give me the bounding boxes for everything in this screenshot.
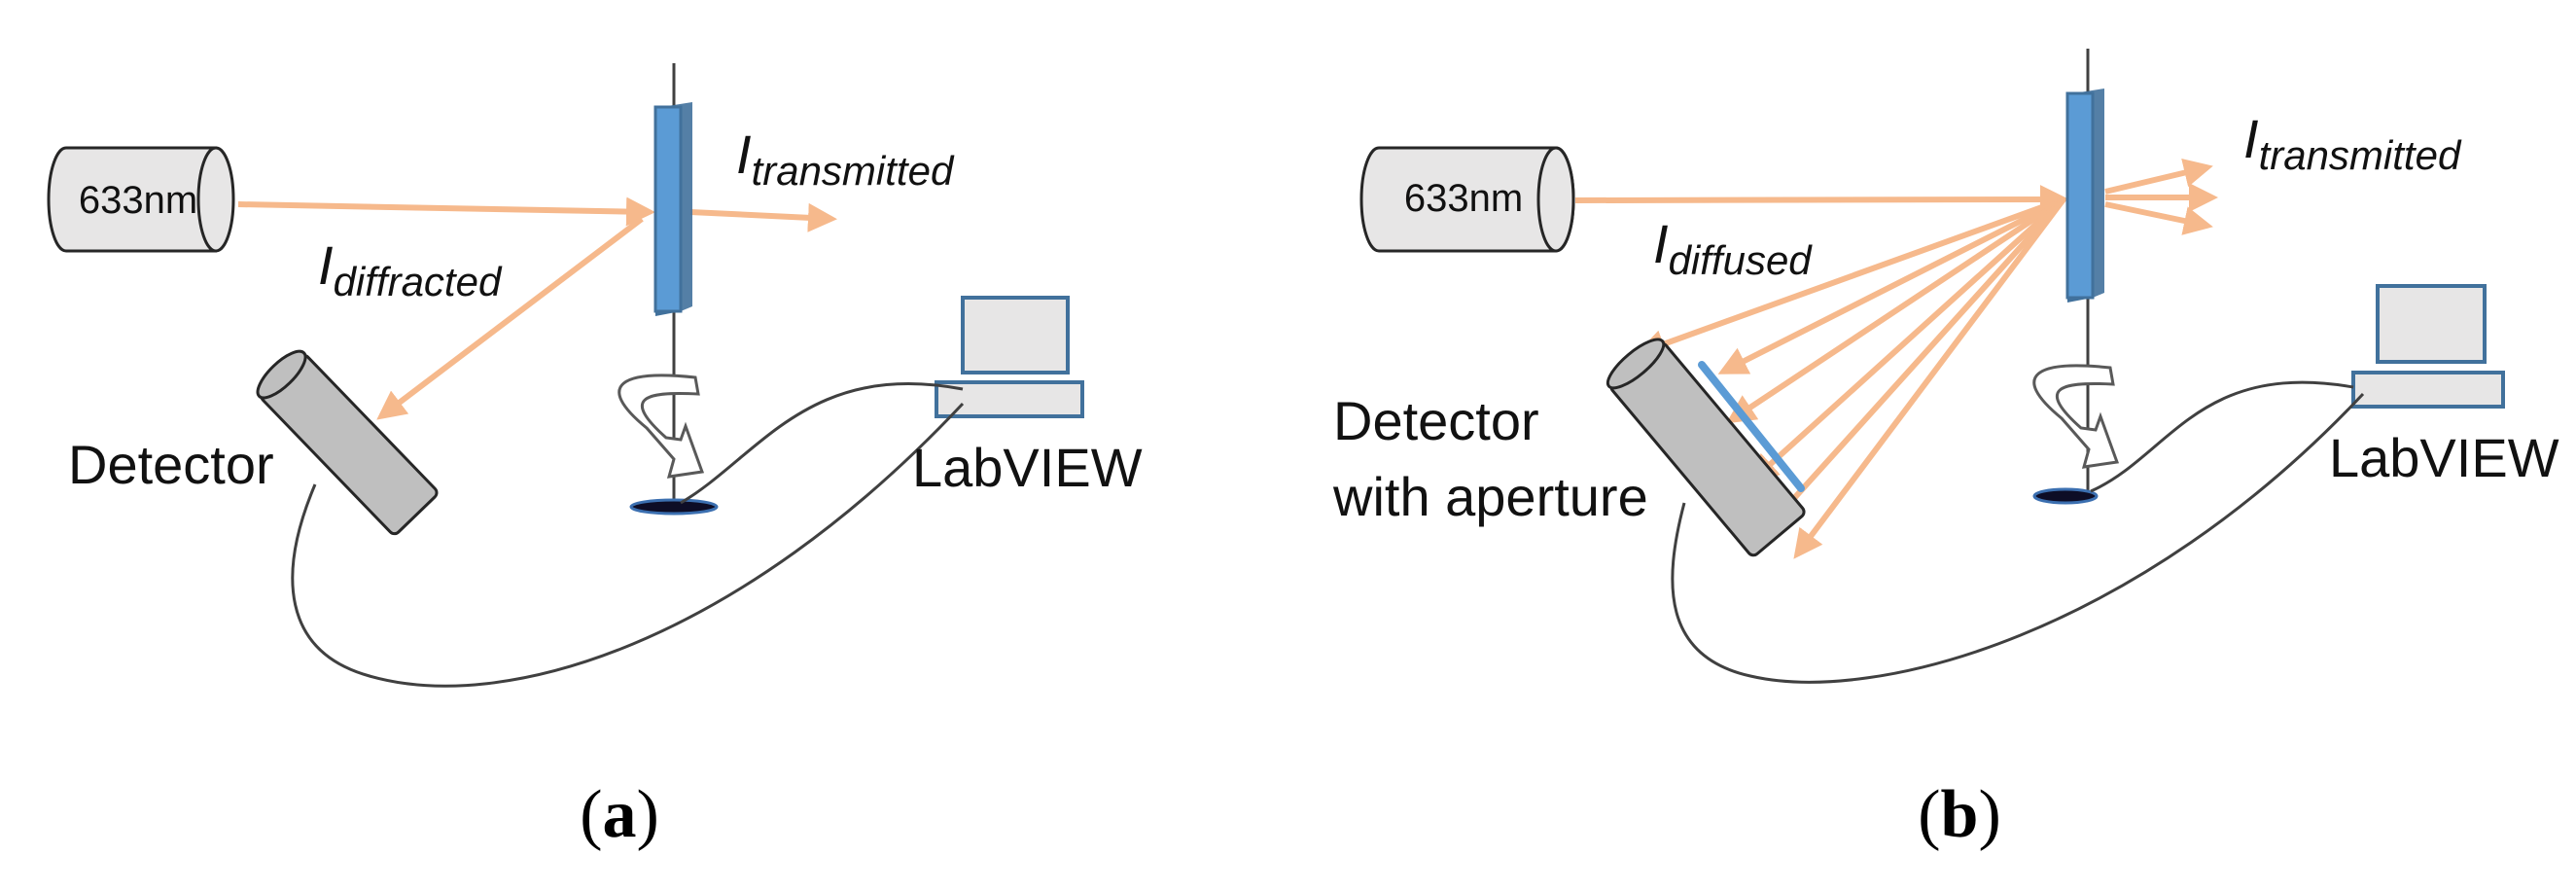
detector-label-line2: with aperture — [1332, 466, 1648, 527]
rotation-arrow-icon — [618, 374, 705, 479]
caption-b: (b) — [1918, 777, 2001, 852]
detector-label: Detector — [68, 434, 274, 495]
caption-a: (a) — [580, 777, 659, 852]
sample-slab-icon — [2065, 89, 2104, 303]
cable-detector-computer — [291, 402, 965, 688]
transmitted-beam — [2104, 158, 2213, 195]
laser-icon: 633nm — [47, 146, 235, 253]
diffracted-beam — [376, 216, 644, 420]
rotation-stage-icon — [2032, 487, 2099, 505]
panel-b: 633nm — [1332, 49, 2559, 852]
label-I-transmitted: Itransmitted — [736, 124, 955, 194]
computer-label: LabVIEW — [912, 437, 1143, 498]
aperture-icon — [1698, 361, 1805, 492]
diffused-beams — [1636, 196, 2066, 559]
rotation-arrow-icon — [2032, 364, 2120, 469]
panel-a: 633nm Itransmitte — [47, 63, 1143, 852]
transmitted-beam — [2104, 201, 2213, 235]
laser-icon: 633nm — [1359, 146, 1575, 253]
detector-icon — [256, 349, 439, 536]
label-I-diffracted: Idiffracted — [318, 234, 503, 304]
laser-label: 633nm — [79, 179, 197, 222]
computer-label: LabVIEW — [2329, 427, 2559, 488]
cable-stage-computer — [680, 382, 964, 505]
transmitted-beam — [689, 202, 837, 232]
sample-slab-icon — [653, 102, 692, 316]
label-I-transmitted: Itransmitted — [2243, 108, 2462, 178]
detector-label: Detector — [1333, 390, 1539, 451]
incident-beam — [1574, 185, 2069, 215]
detector-icon — [1606, 338, 1806, 557]
computer-icon — [2351, 284, 2505, 409]
laser-label: 633nm — [1404, 177, 1523, 220]
rotation-stage-icon — [629, 498, 719, 516]
label-I-diffused: Idiffused — [1653, 213, 1813, 283]
cable-stage-computer — [2090, 380, 2354, 493]
incident-beam — [237, 196, 655, 227]
computer-icon — [935, 296, 1084, 418]
cable-detector-computer — [1671, 392, 2365, 684]
